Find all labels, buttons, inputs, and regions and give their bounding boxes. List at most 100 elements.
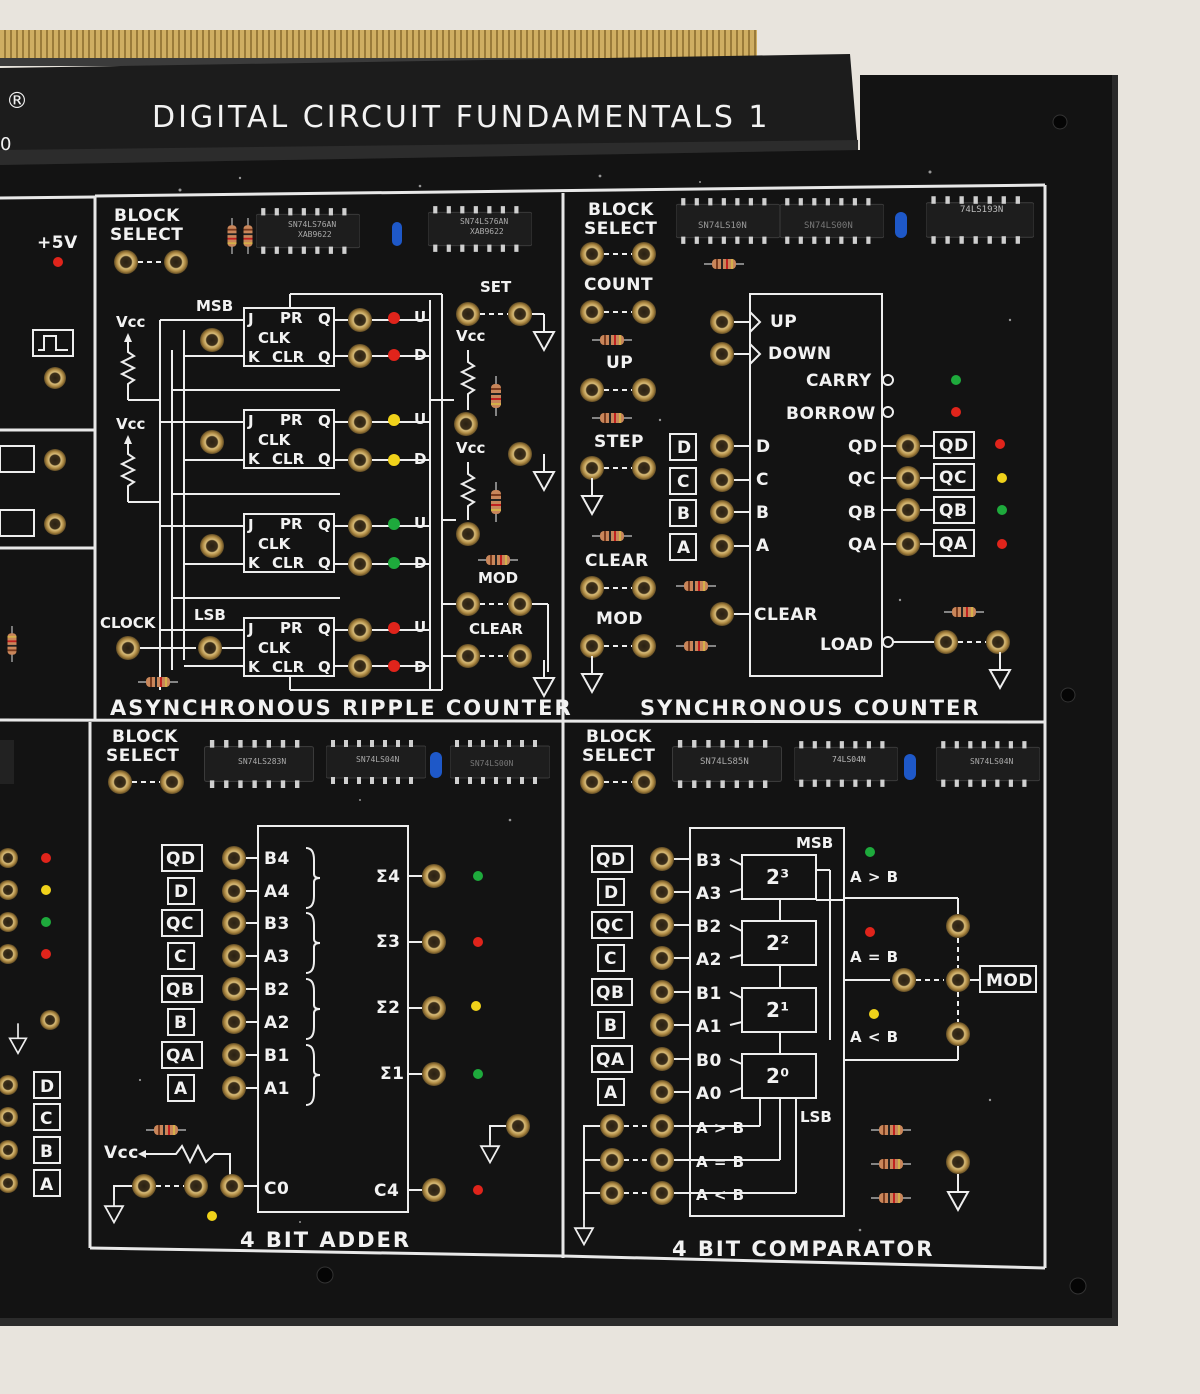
ripple-q-jack-5[interactable] (348, 514, 372, 538)
sync-up-jack[interactable] (710, 310, 734, 334)
sync-clear-jack[interactable] (710, 602, 734, 626)
sync-mod-jack-a[interactable] (580, 634, 604, 658)
adder-b4-jack[interactable] (222, 846, 246, 870)
sync-c-jack[interactable] (710, 468, 734, 492)
ripple-vcc-3: Vcc (456, 327, 485, 345)
comp-a0-jack[interactable] (650, 1080, 674, 1104)
comp-eq-jack[interactable] (892, 968, 916, 992)
sync-chip-2-label: SN74LS00N (804, 221, 853, 231)
sync-step-jack-b[interactable] (632, 456, 656, 480)
sync-down-jack[interactable] (710, 342, 734, 366)
sync-a-jack[interactable] (710, 534, 734, 558)
comp-b2-jack[interactable] (650, 913, 674, 937)
adder-sum-4: Σ4 (376, 867, 400, 887)
comp-mod-jack[interactable] (946, 968, 970, 992)
ripple-q-jack-6[interactable] (348, 552, 372, 576)
ripple-clear-jack-b[interactable] (508, 644, 532, 668)
sync-count-jack-a[interactable] (580, 300, 604, 324)
comp-gnd-jack[interactable] (946, 1150, 970, 1174)
adder-a1-jack[interactable] (222, 1076, 246, 1100)
ripple-q-jack-8[interactable] (348, 654, 372, 678)
adder-b3-jack[interactable] (222, 911, 246, 935)
ripple-q-jack-7[interactable] (348, 618, 372, 642)
comp-cascade-lt-src[interactable] (600, 1181, 624, 1205)
sync-clear-jack-a[interactable] (580, 576, 604, 600)
sync-load-jack-a[interactable] (934, 630, 958, 654)
comp-cascade-lt-jack[interactable] (650, 1181, 674, 1205)
adder-a2-jack[interactable] (222, 1010, 246, 1034)
comp-a2-jack[interactable] (650, 946, 674, 970)
ripple-gnd-jack-1[interactable] (508, 442, 532, 466)
sync-up-jack-b[interactable] (632, 378, 656, 402)
adder-sum4-jack[interactable] (422, 864, 446, 888)
sync-chip-1-label: SN74LS10N (698, 221, 747, 231)
adder-c0-jack-c[interactable] (220, 1174, 244, 1198)
comp-b1-jack[interactable] (650, 980, 674, 1004)
ripple-vcc-jack-1[interactable] (454, 412, 478, 436)
comp-gt-jack[interactable] (946, 914, 970, 938)
sync-count-jack-b[interactable] (632, 300, 656, 324)
comp-b0-jack[interactable] (650, 1047, 674, 1071)
adder-a4-jack[interactable] (222, 879, 246, 903)
sync-d-jack[interactable] (710, 434, 734, 458)
adder-c0-jack-b[interactable] (184, 1174, 208, 1198)
comp-a1-jack[interactable] (650, 1013, 674, 1037)
comp-weight-0: 2⁰ (766, 1064, 790, 1088)
ripple-led-5 (388, 518, 400, 530)
comp-b3-jack[interactable] (650, 847, 674, 871)
ripple-mod-jack-b[interactable] (508, 592, 532, 616)
ripple-q-jack-2[interactable] (348, 344, 372, 368)
adder-b1-jack[interactable] (222, 1043, 246, 1067)
sync-qd-jack[interactable] (896, 434, 920, 458)
adder-a3-jack[interactable] (222, 944, 246, 968)
adder-gnd-jack[interactable] (506, 1114, 530, 1138)
sync-up-jack-a[interactable] (580, 378, 604, 402)
ripple-select-jack-a[interactable] (114, 250, 138, 274)
adder-b2-jack[interactable] (222, 977, 246, 1001)
sync-mod-jack-b[interactable] (632, 634, 656, 658)
sync-load-jack-b[interactable] (986, 630, 1010, 654)
comp-cascade-eq-src[interactable] (600, 1148, 624, 1172)
sync-select-jack-b[interactable] (632, 242, 656, 266)
ripple-select-jack-b[interactable] (164, 250, 188, 274)
adder-input-qb: QB (166, 980, 194, 1000)
ripple-vcc-jack-2[interactable] (456, 522, 480, 546)
ripple-clear-jack-a[interactable] (456, 644, 480, 668)
comp-cascade-gt-src[interactable] (600, 1114, 624, 1138)
ripple-msb-clk-jack[interactable] (200, 328, 224, 352)
adder-sum3-jack[interactable] (422, 930, 446, 954)
sync-b-jack[interactable] (710, 500, 734, 524)
ripple-q-jack-3[interactable] (348, 410, 372, 434)
sync-step-jack-a[interactable] (580, 456, 604, 480)
clock-jack-1[interactable] (44, 367, 66, 389)
comp-select-jack-a[interactable] (580, 770, 604, 794)
sync-select-jack-a[interactable] (580, 242, 604, 266)
adder-carry-out-jack[interactable] (422, 1178, 446, 1202)
ripple-set-jack-b[interactable] (508, 302, 532, 326)
ripple-set-jack-a[interactable] (456, 302, 480, 326)
ripple-mod-jack-a[interactable] (456, 592, 480, 616)
ripple-ff2-clk-jack[interactable] (200, 430, 224, 454)
adder-sum2-jack[interactable] (422, 996, 446, 1020)
ripple-ff3-clk-jack[interactable] (200, 534, 224, 558)
ripple-q-jack-1[interactable] (348, 308, 372, 332)
clock-jack-3[interactable] (44, 513, 66, 535)
comp-title: 4 BIT COMPARATOR (672, 1237, 934, 1261)
clock-jack-2[interactable] (44, 449, 66, 471)
sync-qa-jack[interactable] (896, 532, 920, 556)
sync-clear-jack-b[interactable] (632, 576, 656, 600)
adder-select-jack-a[interactable] (108, 770, 132, 794)
adder-select-jack-b[interactable] (160, 770, 184, 794)
ripple-clock-jack[interactable] (116, 636, 140, 660)
sync-qb-jack[interactable] (896, 498, 920, 522)
comp-cascade-eq-jack[interactable] (650, 1148, 674, 1172)
ripple-lsb-clk-jack[interactable] (198, 636, 222, 660)
comp-select-jack-b[interactable] (632, 770, 656, 794)
adder-sum1-jack[interactable] (422, 1062, 446, 1086)
comp-lt-jack[interactable] (946, 1022, 970, 1046)
sync-qc-jack[interactable] (896, 466, 920, 490)
adder-c0-jack-a[interactable] (132, 1174, 156, 1198)
ripple-q-jack-4[interactable] (348, 448, 372, 472)
comp-a3-jack[interactable] (650, 880, 674, 904)
comp-cascade-gt-jack[interactable] (650, 1114, 674, 1138)
